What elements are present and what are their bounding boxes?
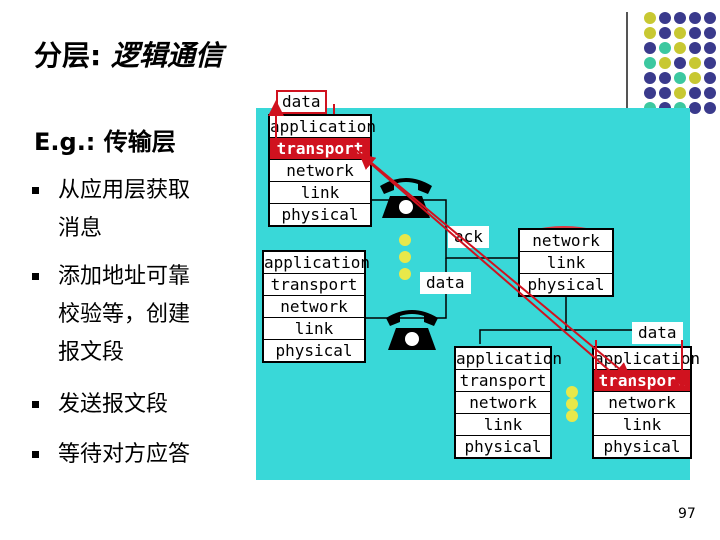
decorative-dot [704,27,716,39]
data-label-middle: data [420,272,471,294]
layer-application: application [456,349,562,370]
decorative-dot [704,102,716,114]
decorative-dot [644,12,656,24]
decorative-dot [674,57,686,69]
ack-label: ack [448,226,489,248]
layer-transport: transport [456,370,550,392]
layer-link: link [520,252,612,274]
layer-network: network [264,296,364,318]
decorative-dot [689,57,701,69]
host-stack-bottom: application transport network link physi… [454,346,562,459]
decorative-dot [659,12,671,24]
layer-application: application [264,253,370,274]
layer-network: network [594,392,690,414]
decorative-dot [689,87,701,99]
decorative-dot [704,42,716,54]
layer-link: link [264,318,364,340]
layer-network: network [456,392,550,414]
bullet-marker-icon [32,451,39,458]
telephone-icon [382,304,442,354]
decorative-dot [659,27,671,39]
layer-network: network [270,160,370,182]
bullet-marker-icon [32,187,39,194]
bullet-item-2: 添加地址可靠 校验等，创建 报文段 [32,258,242,376]
host-stack-right: application transport network link physi… [592,346,700,459]
layer-physical: physical [281,205,359,224]
decorative-dot [704,72,716,84]
decorative-dot [659,57,671,69]
decorative-dot [689,42,701,54]
bullet-text: 添加地址可靠 校验等，创建 报文段 [58,264,191,365]
router-stack: network link physical [518,228,614,297]
bullet-text: 从应用层获取 消息 [58,178,191,241]
decorative-dot [659,87,671,99]
layer-application: application [594,349,700,370]
bullet-text: 等待对方应答 [58,442,191,467]
decorative-dot [644,57,656,69]
decorative-dot [659,42,671,54]
decorative-dot [674,87,686,99]
bullet-text: 发送报文段 [58,392,169,417]
decorative-dot [644,42,656,54]
layer-transport: transport [264,274,364,296]
decorative-dot [659,72,671,84]
bullet-item-4: 等待对方应答 [32,436,242,474]
decorative-dot [674,27,686,39]
decorative-dot [689,72,701,84]
example-heading: E.g.: 传输层 [34,128,176,156]
title-suffix: 逻辑通信 [110,39,223,72]
decorative-dot [674,42,686,54]
bullet-marker-icon [32,401,39,408]
layer-network: network [520,230,612,252]
layer-physical: physical [527,275,605,294]
layer-transport: transport [270,138,370,160]
layer-link: link [270,182,370,204]
divider-line [626,12,628,132]
decorative-dot [674,72,686,84]
telephone-icon [376,172,436,222]
decorative-dot [704,12,716,24]
host-stack-top: application transport network link physi… [268,114,376,227]
layer-physical: physical [603,437,681,456]
title-prefix: 分层: [34,39,102,72]
decorative-dot [704,87,716,99]
host-stack-left: application transport network link physi… [262,250,370,363]
layer-physical: physical [464,437,542,456]
layer-transport: transport [594,370,690,392]
bullet-item-1: 从应用层获取 消息 [32,172,242,252]
decorative-dot [704,57,716,69]
decorative-dot [674,12,686,24]
decorative-dot [689,27,701,39]
data-label-right: data [632,322,683,344]
decorative-dot-grid [644,12,716,116]
decorative-dot [644,87,656,99]
page-number: 97 [678,506,696,522]
decorative-dot [689,12,701,24]
decorative-dot [644,72,656,84]
decorative-dot [689,102,701,114]
layer-link: link [456,414,550,436]
layer-link: link [594,414,690,436]
data-label-top: data [276,90,327,114]
bullet-item-3: 发送报文段 [32,386,242,424]
slide-title: 分层: 逻辑通信 [34,34,223,74]
layer-physical: physical [275,341,353,360]
layer-application: application [270,117,376,138]
decorative-dot [644,27,656,39]
bullet-marker-icon [32,273,39,280]
